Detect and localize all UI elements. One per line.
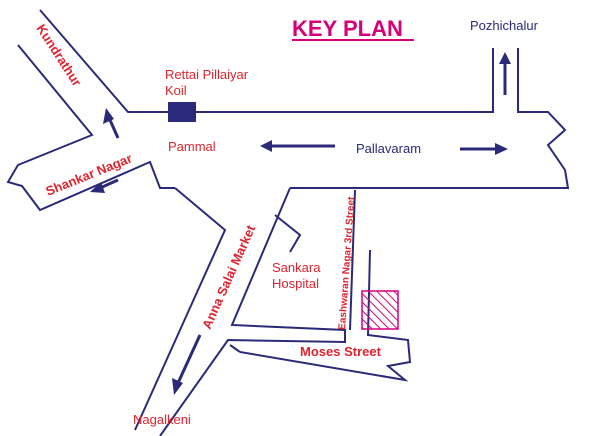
road-outline-hospital-block xyxy=(274,214,302,253)
direction-arrow-icon xyxy=(172,334,202,395)
roads xyxy=(6,9,570,436)
label-pallavaram: Pallavaram xyxy=(356,141,421,156)
label-sankara: Sankara xyxy=(272,260,321,275)
direction-arrow-icon xyxy=(103,108,120,139)
road-outline-anna-salai-east xyxy=(159,187,346,436)
label-hospital: Hospital xyxy=(272,276,319,291)
label-nagalkeni: Nagalkeni xyxy=(133,412,191,427)
direction-arrow-icon xyxy=(499,52,511,95)
label-pozhichalur: Pozhichalur xyxy=(470,18,539,33)
label-koil: Koil xyxy=(165,83,187,98)
road-outline-pozhichalur-branch xyxy=(290,48,570,189)
direction-arrow-icon xyxy=(460,143,508,155)
road-outline-kundrathur-left xyxy=(6,44,175,212)
road-outline-eashwaran-east xyxy=(239,249,412,382)
road-outline-main-top xyxy=(39,9,494,113)
label-moses-street: Moses Street xyxy=(300,344,382,359)
road-outline-eashwaran-street xyxy=(349,189,356,331)
map-title: KEY PLAN xyxy=(292,16,403,41)
label-pammal: Pammal xyxy=(168,139,216,154)
landmark-marker-icon xyxy=(168,102,196,122)
label-eashwaran-nagar: Eashwaran Nagar 3rd Street xyxy=(337,196,357,330)
direction-arrow-icon xyxy=(260,140,335,152)
label-rettai-pillaiyar: Rettai Pillaiyar xyxy=(165,67,249,82)
site-plot-icon xyxy=(361,290,399,330)
direction-arrows xyxy=(90,52,511,395)
label-anna-salai-market: Anna Salai Market xyxy=(199,222,259,331)
direction-arrow-icon xyxy=(90,178,119,193)
road-outline-moses-street xyxy=(229,344,241,353)
road-outline-anna-salai-west xyxy=(134,187,227,431)
